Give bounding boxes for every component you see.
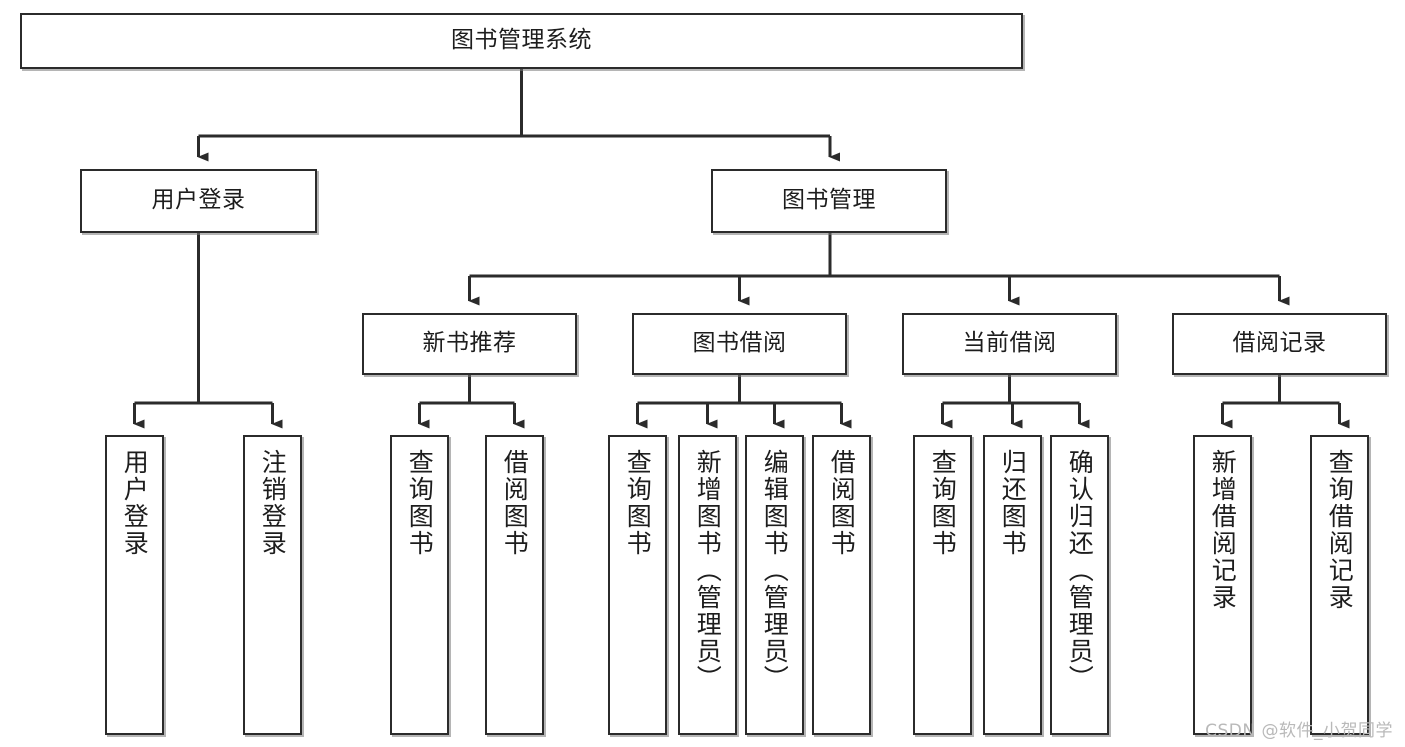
- node-label: 借阅图书: [500, 449, 530, 557]
- node-leaf-borrow-book-1[interactable]: 借阅图书: [485, 435, 544, 735]
- node-leaf-user-login[interactable]: 用户登录: [105, 435, 164, 735]
- node-leaf-query-book-3[interactable]: 查询图书: [913, 435, 972, 735]
- node-label: 用户登录: [151, 187, 246, 214]
- node-label: 注销登录: [258, 449, 288, 557]
- node-leaf-edit-book[interactable]: 编辑图书（管理员）: [745, 435, 804, 735]
- node-leaf-add-book[interactable]: 新增图书（管理员）: [678, 435, 737, 735]
- node-leaf-query-borrow-record[interactable]: 查询借阅记录: [1310, 435, 1369, 735]
- node-leaf-add-borrow-record[interactable]: 新增借阅记录: [1193, 435, 1252, 735]
- csdn-watermark: CSDN @软件_小贺同学: [1205, 721, 1393, 741]
- node-label: 编辑图书（管理员）: [760, 449, 790, 692]
- node-label: 查询借阅记录: [1325, 449, 1355, 611]
- node-borrow-record[interactable]: 借阅记录: [1172, 313, 1387, 375]
- node-new-book-recommend[interactable]: 新书推荐: [362, 313, 577, 375]
- node-label: 图书管理: [782, 187, 876, 214]
- node-label: 用户登录: [120, 449, 150, 557]
- node-book-management[interactable]: 图书管理: [711, 169, 947, 233]
- node-leaf-query-book-2[interactable]: 查询图书: [608, 435, 667, 735]
- node-label: 新增借阅记录: [1208, 449, 1238, 611]
- node-leaf-query-book-1[interactable]: 查询图书: [390, 435, 449, 735]
- node-label: 借阅图书: [827, 449, 857, 557]
- node-leaf-borrow-book-2[interactable]: 借阅图书: [812, 435, 871, 735]
- node-leaf-logout-login[interactable]: 注销登录: [243, 435, 302, 735]
- node-label: 借阅记录: [1232, 330, 1327, 357]
- node-user-login[interactable]: 用户登录: [80, 169, 317, 233]
- node-label: 新增图书（管理员）: [693, 449, 723, 692]
- node-label: 查询图书: [405, 449, 435, 557]
- node-label: 图书管理系统: [451, 27, 592, 54]
- node-book-borrow[interactable]: 图书借阅: [632, 313, 847, 375]
- node-label: 图书借阅: [692, 330, 787, 357]
- node-label: 当前借阅: [962, 330, 1057, 357]
- node-leaf-confirm-return[interactable]: 确认归还（管理员）: [1050, 435, 1109, 735]
- node-label: 新书推荐: [422, 330, 517, 357]
- node-root-book-management-system[interactable]: 图书管理系统: [20, 13, 1023, 69]
- node-label: 确认归还（管理员）: [1065, 449, 1095, 692]
- node-label: 查询图书: [623, 449, 653, 557]
- node-label: 查询图书: [928, 449, 958, 557]
- node-leaf-return-book[interactable]: 归还图书: [983, 435, 1042, 735]
- node-current-borrow[interactable]: 当前借阅: [902, 313, 1117, 375]
- node-label: 归还图书: [998, 449, 1028, 557]
